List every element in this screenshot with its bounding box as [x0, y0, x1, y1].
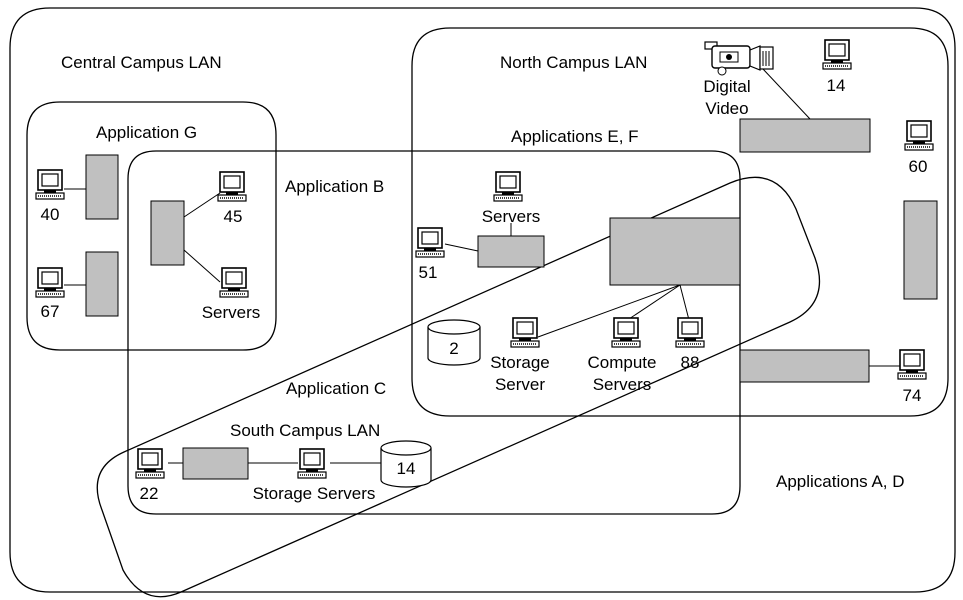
storage-server-label: Server	[495, 375, 545, 394]
host-label: 51	[419, 263, 438, 282]
storage-disk-icon	[427, 319, 481, 366]
workstation-icon	[35, 267, 65, 298]
application-g-label: Application G	[96, 123, 197, 142]
link	[537, 284, 681, 338]
north-campus-lan-boundary	[411, 27, 949, 417]
workstation-icon	[822, 39, 852, 70]
compute-servers-label: Compute	[588, 353, 657, 372]
router-main	[609, 217, 741, 286]
workstation-icon	[493, 171, 523, 202]
workstation-icon	[217, 171, 247, 202]
digital-video-label: Digital	[703, 77, 750, 96]
workstation-icon	[897, 349, 927, 380]
host-label: 14	[827, 76, 846, 95]
south-campus-lan-boundary	[96, 176, 821, 598]
south-campus-lan-label: South Campus LAN	[230, 421, 380, 440]
storage-servers-label: Storage Servers	[253, 484, 376, 503]
host-label: 88	[681, 353, 700, 372]
host-label: 60	[909, 157, 928, 176]
host-label: 67	[41, 302, 60, 321]
application-b-c-boundary	[127, 150, 741, 515]
switch-b	[150, 200, 185, 266]
workstation-icon	[611, 317, 641, 348]
application-g-boundary	[26, 101, 277, 351]
link	[679, 284, 690, 321]
servers-label: Servers	[482, 207, 541, 226]
workstation-icon	[219, 267, 249, 298]
storage-server-label: Storage	[490, 353, 550, 372]
host-label: 40	[41, 205, 60, 224]
switch-north-top	[739, 118, 871, 153]
video-camera-icon	[704, 41, 774, 76]
application-c-label: Application C	[286, 379, 386, 398]
switch-ef	[477, 235, 545, 268]
north-campus-lan-label: North Campus LAN	[500, 53, 647, 72]
link	[183, 192, 221, 218]
application-b-label: Application B	[285, 177, 384, 196]
workstation-icon	[904, 120, 934, 151]
storage-disk-icon	[380, 440, 432, 488]
applications-e-f-label: Applications E, F	[511, 127, 639, 146]
link	[444, 243, 479, 252]
workstation-icon	[35, 169, 65, 200]
servers-label: Servers	[202, 303, 261, 322]
applications-a-d-label: Applications A, D	[776, 472, 905, 491]
central-campus-lan-label: Central Campus LAN	[61, 53, 222, 72]
workstation-icon	[297, 448, 327, 479]
applications-a-d-boundary	[9, 7, 956, 593]
host-label: 22	[140, 484, 159, 503]
link	[183, 249, 221, 283]
compute-servers-label: Servers	[593, 375, 652, 394]
workstation-icon	[135, 448, 165, 479]
switch-north-right	[903, 200, 938, 300]
switch-g-bottom	[85, 251, 119, 317]
link	[762, 68, 811, 120]
switch-north-bottom	[739, 349, 870, 383]
link	[625, 284, 681, 322]
disk-label: 2	[449, 339, 458, 358]
workstation-icon	[675, 317, 705, 348]
workstation-icon	[415, 227, 445, 258]
switch-south	[182, 447, 249, 480]
disk-label: 14	[397, 459, 416, 478]
host-label: 45	[224, 207, 243, 226]
host-label: 74	[903, 386, 922, 405]
digital-video-label: Video	[705, 99, 748, 118]
switch-g-top	[85, 154, 119, 220]
workstation-icon	[510, 317, 540, 348]
